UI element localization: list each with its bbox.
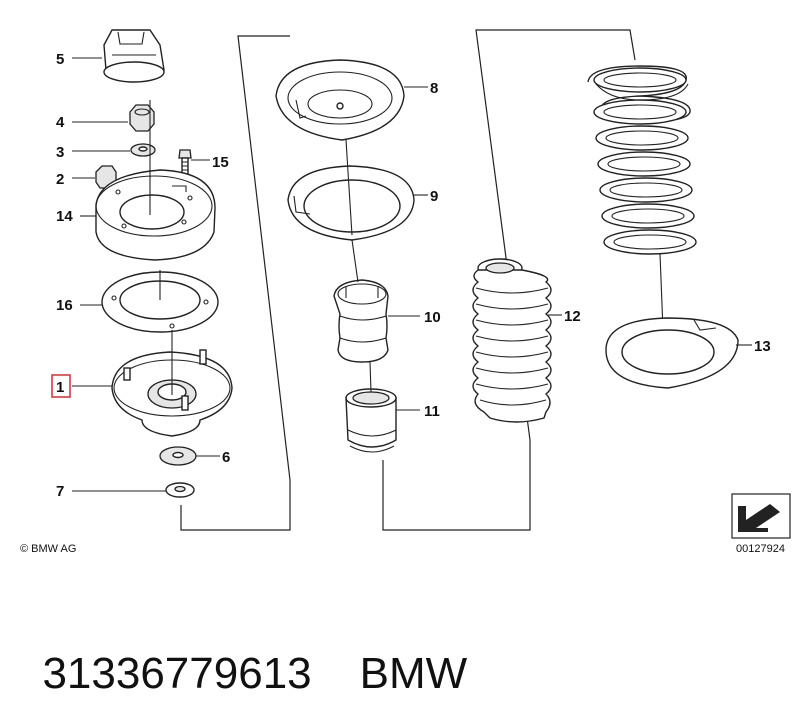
part-6-washer (159, 446, 197, 466)
caption: 31336779613 BMW (18, 584, 467, 698)
callout-14: 14 (56, 208, 73, 225)
callout-9: 9 (430, 188, 438, 205)
figure-arrow-icon (731, 493, 791, 539)
part-4-nut (129, 104, 155, 132)
callout-15: 15 (212, 154, 229, 171)
part-9-ring (287, 165, 415, 241)
part-coil-spring (587, 65, 697, 255)
part-14-mount-plate (95, 169, 216, 261)
part-11-sleeve (345, 388, 397, 453)
callout-3: 3 (56, 144, 64, 161)
callout-4: 4 (56, 114, 65, 131)
part-number: 31336779613 (42, 649, 312, 698)
callout-7: 7 (56, 483, 64, 500)
part-12-dust-boot (472, 258, 552, 423)
part-10-bump-stop (333, 279, 389, 363)
callout-11: 11 (424, 403, 440, 420)
callout-16: 16 (56, 297, 73, 314)
part-3-washer (130, 143, 156, 157)
callout-1: 1 (56, 379, 64, 396)
group-bracket-left (180, 35, 291, 531)
callout-10: 10 (424, 309, 441, 326)
part-13-lower-spring-seat (605, 317, 739, 389)
callout-12: 12 (564, 308, 581, 325)
part-5-cap (103, 29, 165, 83)
callout-1-highlight (51, 374, 71, 398)
group-bracket-middle (382, 29, 636, 531)
callout-6: 6 (222, 449, 230, 466)
part-7-washer (165, 482, 195, 498)
part-8-upper-spring-seat (275, 59, 405, 141)
callout-2: 2 (56, 171, 64, 188)
parts-diagram: 5 4 3 2 14 15 16 1 6 7 8 9 10 11 12 13 ©… (20, 29, 791, 555)
callout-8: 8 (430, 80, 438, 97)
callout-5: 5 (56, 51, 64, 68)
brand-name: BMW (359, 649, 468, 698)
figure-number: 00127924 (736, 543, 785, 555)
copyright-text: © BMW AG (20, 543, 76, 555)
callout-13: 13 (754, 338, 771, 355)
